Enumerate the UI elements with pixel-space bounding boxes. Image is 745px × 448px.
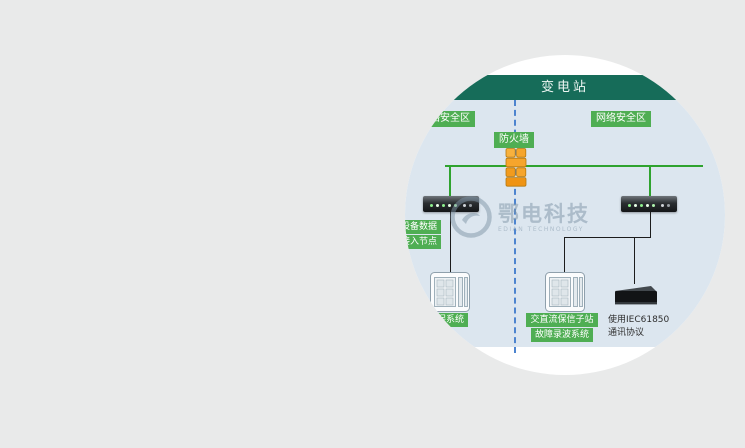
device-label-center-line2: 故障录波系统 xyxy=(530,328,593,342)
access-node-label-line1: 主设备数据 xyxy=(405,220,441,234)
converter-link-line xyxy=(634,238,635,284)
diagram-magnifier-circle: 变电站 网络安全区 网络安全区 防火墙 xyxy=(405,55,725,375)
device-label-right: 使用IEC61850 通讯协议 xyxy=(608,314,669,340)
switch-right-uplink-line xyxy=(649,165,651,196)
security-zone-divider-line xyxy=(514,100,516,353)
device-label-right-line1: 使用IEC61850 xyxy=(608,315,670,325)
protection-relay-device-left xyxy=(430,272,470,312)
access-node-label-line2: 接入节点 xyxy=(405,235,441,249)
switch-left-uplink-line xyxy=(449,165,451,196)
zone-label-left: 网络安全区 xyxy=(415,111,475,127)
network-bus-line xyxy=(445,165,703,167)
lower-bus-line xyxy=(564,237,651,238)
switch-indicator-lights xyxy=(430,204,433,207)
device-label-left: 保系统 xyxy=(433,313,469,327)
device-label-center: 交直流保信子站 故障录波系统 xyxy=(505,312,619,342)
communication-converter-device xyxy=(615,286,657,305)
network-switch-right xyxy=(621,196,677,212)
substation-title-bar: 变电站 xyxy=(405,75,725,100)
device-label-center-line1: 交直流保信子站 xyxy=(526,313,598,327)
firewall-icon xyxy=(505,148,527,187)
device-label-right-line2: 通讯协议 xyxy=(608,328,645,338)
switch-right-downlink-line xyxy=(650,212,651,238)
relay-center-link-line xyxy=(564,238,565,272)
network-switch-left xyxy=(423,196,479,212)
zone-label-right: 网络安全区 xyxy=(591,111,651,127)
firewall-label: 防火墙 xyxy=(494,132,534,148)
protection-relay-device-center xyxy=(545,272,585,312)
relay-left-link-line xyxy=(450,212,451,272)
switch-indicator-lights xyxy=(628,204,631,207)
